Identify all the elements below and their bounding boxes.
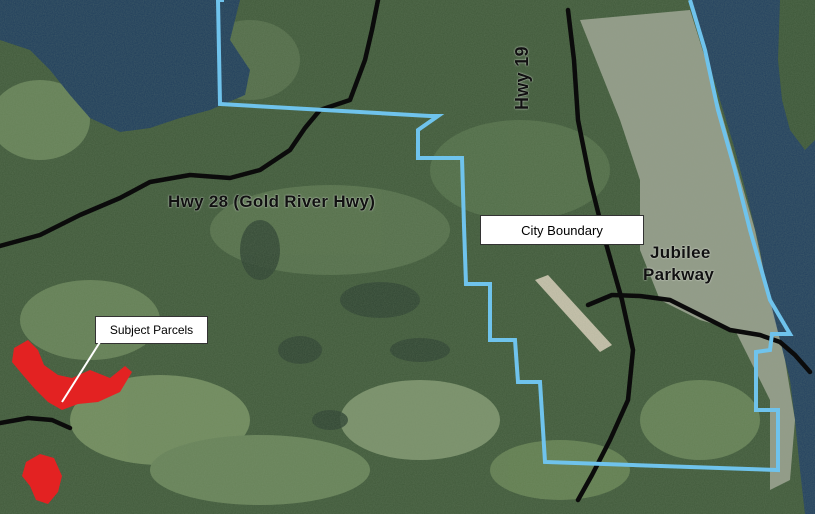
hwy19-road	[565, 7, 636, 503]
city-boundary-line	[215, 0, 794, 473]
subject-parcels-leader-line	[61, 341, 101, 403]
hwy28-label: Hwy 28 (Gold River Hwy)	[168, 192, 376, 211]
jubilee-label-line2: Parkway	[643, 265, 715, 284]
jubilee-road	[585, 292, 813, 375]
subject-parcels-callout: Subject Parcels	[95, 316, 208, 344]
parcel-road	[0, 415, 73, 431]
roads	[0, 0, 813, 503]
city-boundary-callout: City Boundary	[480, 215, 644, 245]
jubilee-label-line1: Jubilee	[650, 243, 711, 262]
hwy28-road	[0, 0, 381, 249]
subject-parcels	[12, 340, 132, 504]
